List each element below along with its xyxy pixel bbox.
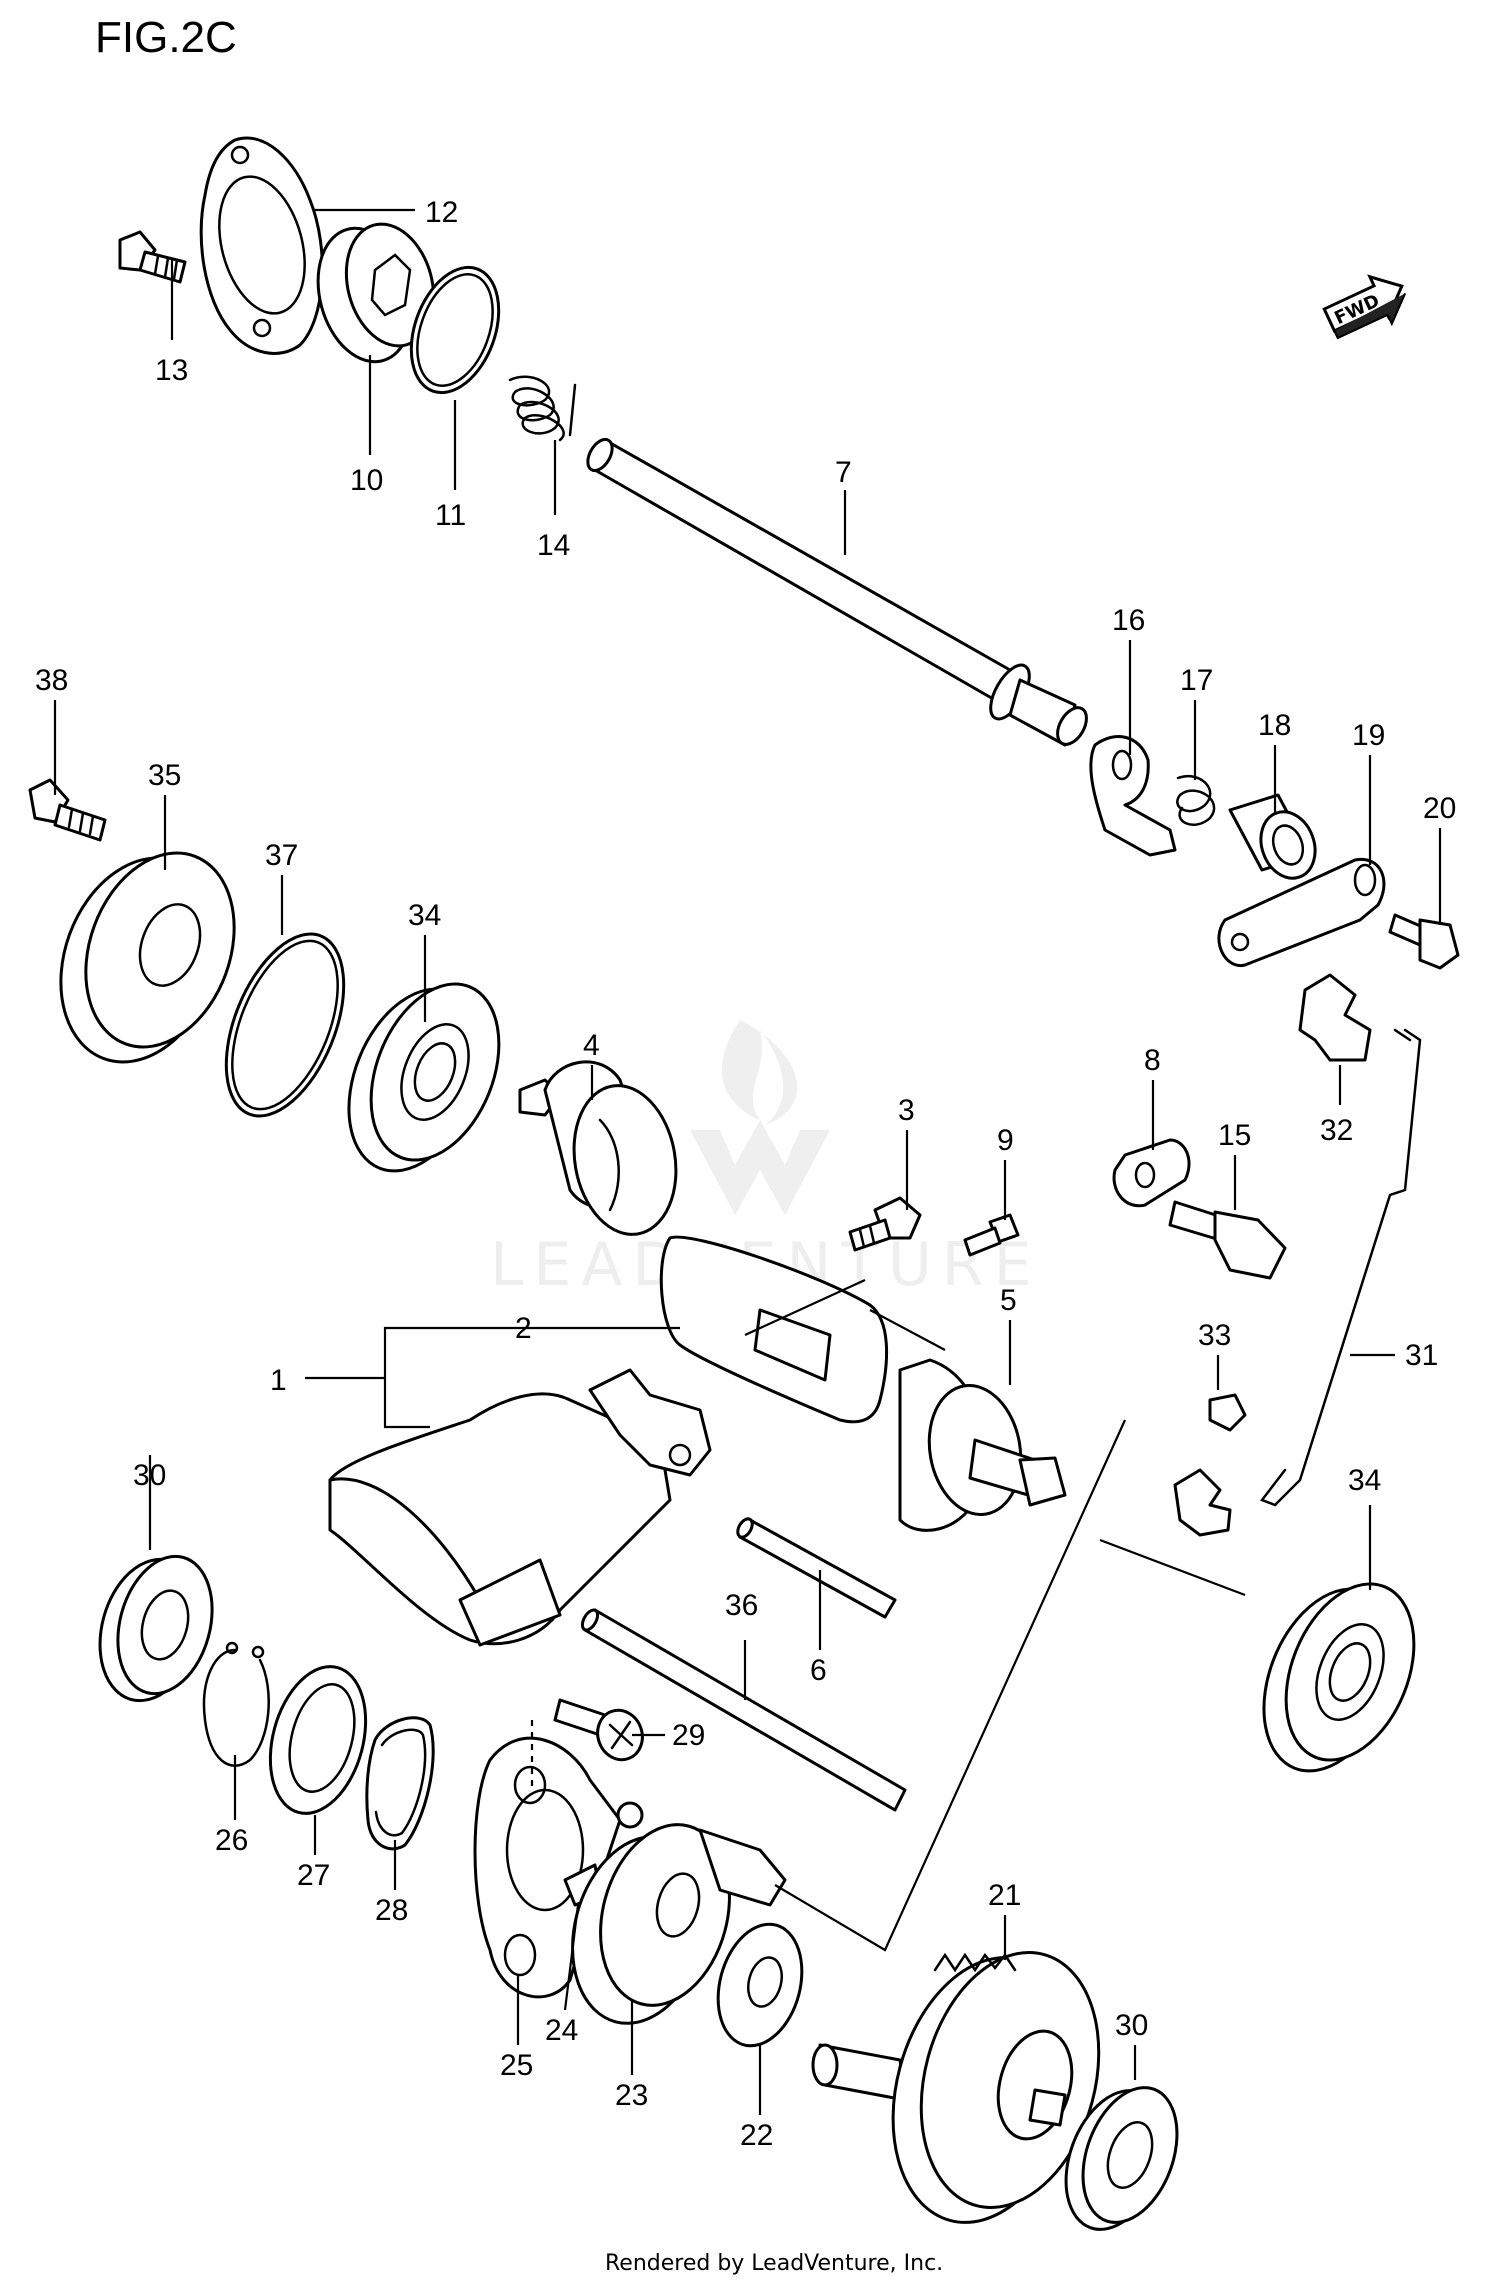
clip-33 xyxy=(1173,1393,1247,1537)
figure-title: FIG.2C xyxy=(95,13,237,62)
callout-19: 19 xyxy=(1352,719,1385,752)
spring-17 xyxy=(1176,775,1216,826)
rod-31 xyxy=(1259,1028,1422,1507)
callout-31: 31 xyxy=(1405,1339,1438,1372)
callout-21: 21 xyxy=(988,1879,1021,1912)
valve-5 xyxy=(898,1358,1067,1532)
gear-23 xyxy=(571,1823,787,2025)
callout-3: 3 xyxy=(898,1094,915,1127)
footer-credit: Rendered by LeadVenture, Inc. xyxy=(605,2251,943,2276)
bearing-30-right xyxy=(1064,2086,1179,2231)
o-ring-11 xyxy=(409,265,501,395)
gasket-28 xyxy=(365,1716,435,1851)
callout-2: 2 xyxy=(515,1312,532,1345)
valve-body-1 xyxy=(328,1368,712,1647)
callout-7: 7 xyxy=(835,456,852,489)
pin-6 xyxy=(736,1517,897,1619)
callout-38: 38 xyxy=(35,664,68,697)
bolt-20 xyxy=(1388,913,1460,970)
gasket-2 xyxy=(659,1235,888,1424)
leader-lines xyxy=(53,208,1442,2115)
callout-23: 23 xyxy=(615,2079,648,2112)
callout-34-right: 34 xyxy=(1348,1464,1381,1497)
seal-35 xyxy=(59,851,236,1064)
callout-8: 8 xyxy=(1144,1044,1161,1077)
callout-5: 5 xyxy=(1000,1284,1017,1317)
callout-34-top: 34 xyxy=(408,899,441,932)
gasket-12 xyxy=(199,136,324,355)
callout-17: 17 xyxy=(1180,664,1213,697)
washer-22 xyxy=(716,1922,804,2048)
bearing-30-left xyxy=(98,1554,214,1703)
callout-18: 18 xyxy=(1258,709,1291,742)
screw-29 xyxy=(553,1698,644,1762)
lever-16 xyxy=(1089,735,1177,857)
callout-20: 20 xyxy=(1423,792,1456,825)
callout-13: 13 xyxy=(155,354,188,387)
callout-22: 22 xyxy=(740,2119,773,2152)
housing-10 xyxy=(316,222,436,364)
callout-16: 16 xyxy=(1112,604,1145,637)
callout-36: 36 xyxy=(725,1589,758,1622)
circlip-26 xyxy=(202,1641,270,1767)
callout-15: 15 xyxy=(1218,1119,1251,1152)
collar-18 xyxy=(1228,793,1317,880)
fwd-arrow-icon: FWD xyxy=(1322,274,1407,340)
callout-27: 27 xyxy=(297,1859,330,1892)
callout-28: 28 xyxy=(375,1894,408,1927)
callout-35: 35 xyxy=(148,759,181,792)
callout-26: 26 xyxy=(215,1824,248,1857)
callout-1: 1 xyxy=(270,1364,287,1397)
callout-9: 9 xyxy=(997,1124,1014,1157)
bearing-34-left xyxy=(347,982,501,1173)
bolt-15 xyxy=(1168,1200,1287,1280)
callout-25: 25 xyxy=(500,2049,533,2082)
spring-14 xyxy=(508,375,577,442)
callout-12: 12 xyxy=(425,196,458,229)
callout-29: 29 xyxy=(672,1719,705,1752)
callout-37: 37 xyxy=(265,839,298,872)
bolt-13 xyxy=(118,230,187,284)
callout-33: 33 xyxy=(1198,1319,1231,1352)
washer-27 xyxy=(268,1665,368,1815)
callout-14: 14 xyxy=(537,529,570,562)
callout-30-left: 30 xyxy=(133,1459,166,1492)
callout-6: 6 xyxy=(810,1654,827,1687)
callout-30-right: 30 xyxy=(1115,2009,1148,2042)
callout-10: 10 xyxy=(350,464,383,497)
bolt-3 xyxy=(848,1196,922,1252)
shaft-36 xyxy=(580,1608,907,1812)
gear-21 xyxy=(811,1951,1101,2224)
plate-8 xyxy=(1112,1138,1191,1208)
shaft-7 xyxy=(586,437,1088,747)
clip-32 xyxy=(1298,973,1372,1062)
o-ring-37 xyxy=(224,932,346,1118)
callout-4: 4 xyxy=(583,1029,600,1062)
callout-24: 24 xyxy=(545,2014,578,2047)
valve-4 xyxy=(518,1060,678,1236)
callout-32: 32 xyxy=(1320,1114,1353,1147)
bolt-38 xyxy=(28,778,107,842)
callout-labels: 12 13 10 11 14 7 16 17 18 19 20 38 35 37… xyxy=(35,196,1456,2152)
screw-9 xyxy=(963,1213,1020,1257)
bearing-34-right xyxy=(1262,1582,1416,1773)
callout-11: 11 xyxy=(435,499,466,532)
